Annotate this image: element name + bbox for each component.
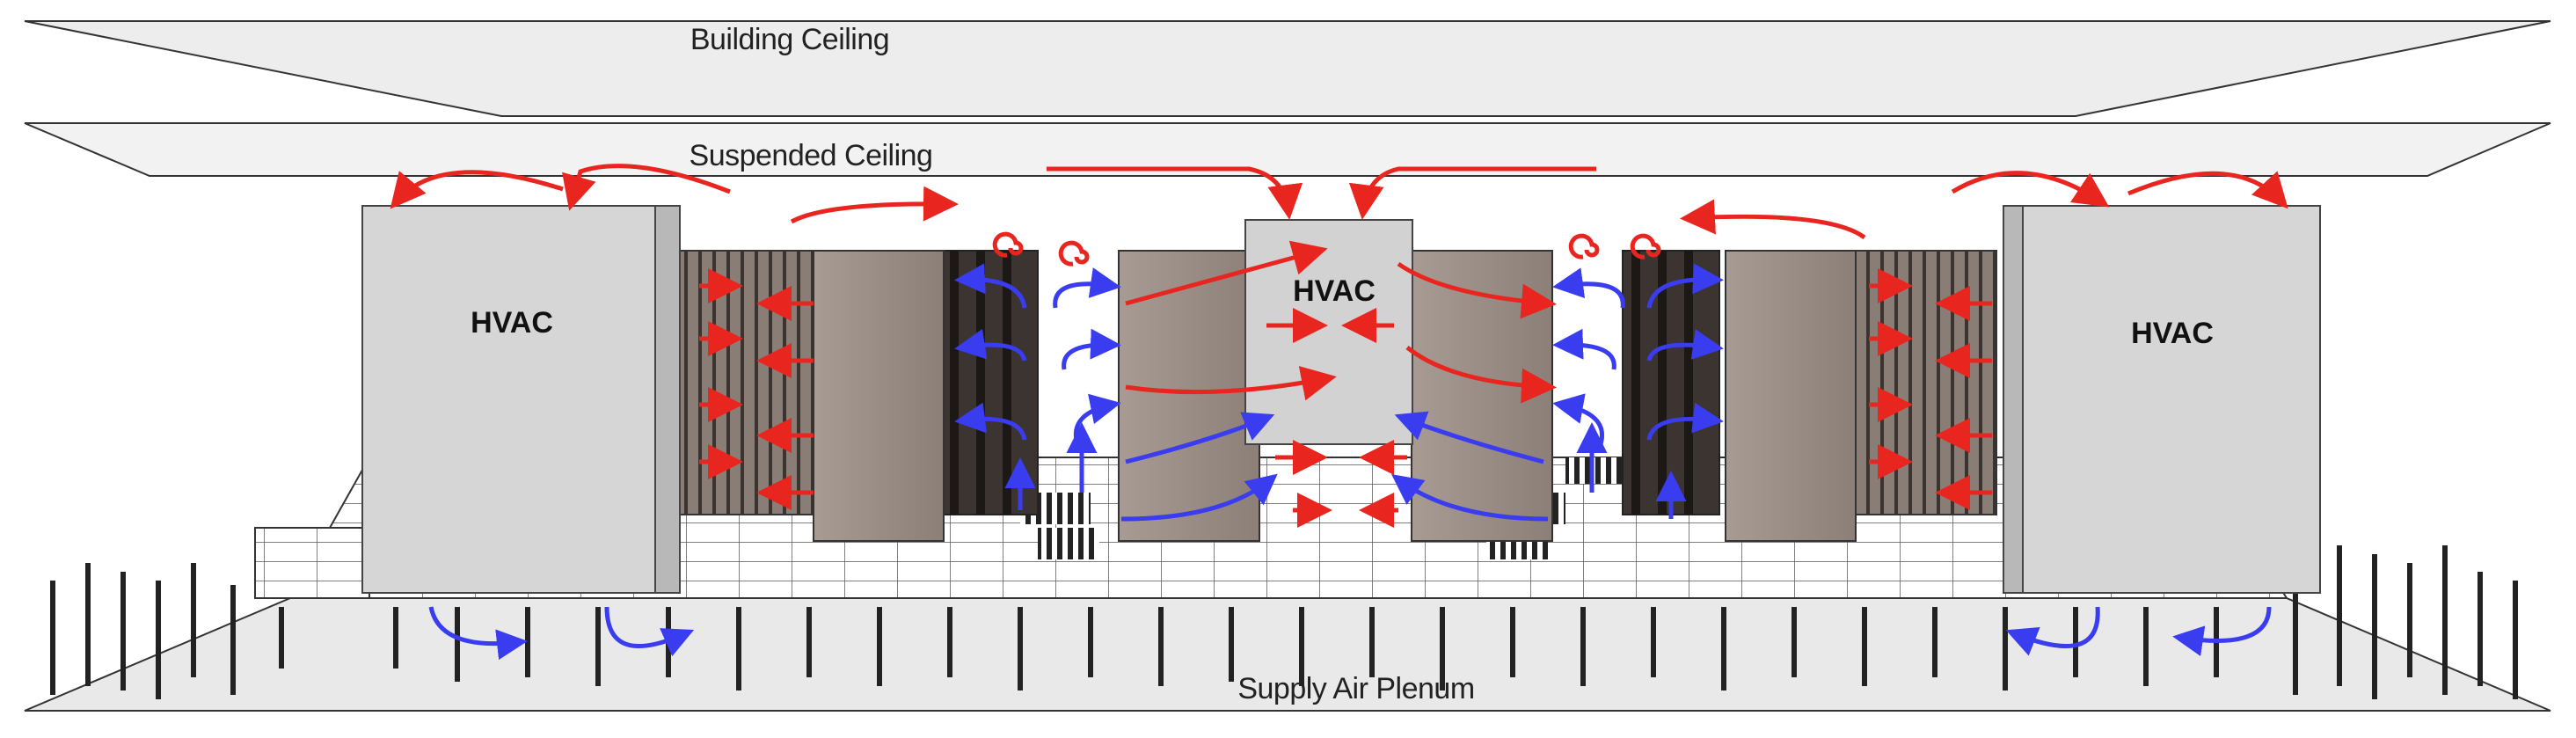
perforated-tile: [1038, 528, 1099, 559]
cold-air-arrow: [1120, 473, 1278, 522]
hot-air-arrow: [562, 164, 731, 211]
cold-air-arrow: [604, 606, 695, 657]
hot-air-arrow: [1047, 166, 1303, 220]
hvac-center-label: HVAC: [1293, 274, 1376, 308]
hot-air-arrow: [1405, 346, 1557, 404]
hot-air-swirl: [1630, 233, 1661, 259]
hvac-right-label: HVAC: [2131, 317, 2214, 350]
cold-air-arrow: [1062, 328, 1121, 370]
server-rack-left-a: [813, 250, 945, 542]
hot-air-arrow: [1348, 166, 1596, 220]
cold-air-arrow: [2005, 606, 2100, 656]
hvac-unit-right: [2003, 205, 2321, 594]
hot-air-arrow: [1397, 261, 1557, 319]
cold-air-arrow: [1646, 263, 1724, 309]
hot-air-swirl: [1568, 233, 1600, 259]
hot-air-swirl: [1058, 240, 1090, 267]
cold-air-arrow: [1125, 412, 1275, 464]
floor-support-posts: [50, 545, 2518, 699]
cold-air-arrow: [428, 606, 528, 661]
hot-air-arrow: [1125, 366, 1337, 401]
building-ceiling: [24, 20, 2551, 117]
hvac-unit-center: [1244, 219, 1413, 445]
cold-air-arrow: [1053, 267, 1121, 309]
hot-air-arrow: [390, 170, 564, 209]
hot-air-flow: [390, 164, 2288, 528]
cold-air-arrow: [2172, 606, 2272, 657]
cold-air-arrow: [954, 402, 1027, 441]
cold-air-arrow: [1394, 411, 1544, 464]
suspended-ceiling-label: Suspended Ceiling: [689, 139, 933, 172]
hot-air-swirl: [992, 231, 1024, 258]
cold-air-arrow: [1552, 267, 1625, 309]
server-rack-row-right-rear: [1855, 250, 1997, 515]
cold-air-arrow: [1552, 328, 1616, 370]
hot-air-arrow: [790, 186, 959, 224]
hot-air-arrow: [2127, 171, 2288, 209]
suspended-ceiling: [24, 122, 2551, 177]
cold-air-arrow: [1390, 474, 1549, 522]
hot-air-arrow: [1680, 199, 1866, 240]
supply-air-plenum: [24, 545, 2551, 712]
hot-air-arrow: [1951, 171, 2110, 208]
cold-air-arrow: [1552, 393, 1604, 445]
server-rack-row-left-rear: [676, 250, 819, 515]
hot-air-arrow: [1125, 240, 1328, 306]
building-ceiling-label: Building Ceiling: [690, 23, 890, 56]
server-rack-right-a: [1725, 250, 1857, 542]
server-rack-row-right-inner: [1622, 250, 1720, 515]
hvac-left-label: HVAC: [471, 306, 553, 340]
cold-air-arrow: [1646, 329, 1724, 362]
cold-air-arrow: [1646, 402, 1724, 441]
server-rack-row-left-inner: [940, 250, 1039, 515]
hvac-unit-left: [361, 205, 681, 594]
supply-air-plenum-label: Supply Air Plenum: [1237, 672, 1475, 705]
cold-air-arrow: [954, 263, 1027, 309]
cold-air-flow: [428, 263, 2272, 661]
cold-air-arrow: [954, 328, 1027, 362]
